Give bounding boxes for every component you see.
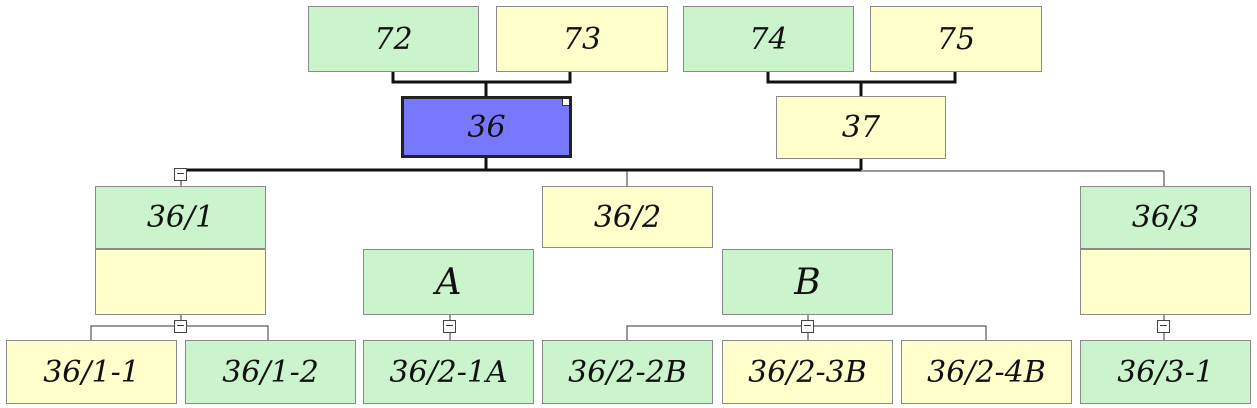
node-36-1-spouse-empty[interactable] [95,249,266,315]
node-A[interactable]: A [363,249,534,315]
node-73-label: 73 [562,21,602,57]
node-36-1-2[interactable]: 36/1-2 [185,340,356,404]
node-36-1-1-label: 36/1-1 [43,354,140,390]
node-36-2-3B-label: 36/2-3B [748,354,867,390]
node-36-3[interactable]: 36/3 [1080,186,1251,249]
node-36-1-2-label: 36/1-2 [222,354,319,390]
connector-72-73-to-36 [391,72,572,84]
node-36-3-label: 36/3 [1131,200,1200,235]
node-72-label: 72 [374,21,413,57]
node-36-1-label: 36/1 [146,200,215,235]
node-37[interactable]: 37 [776,96,946,159]
node-B-label: B [794,261,821,303]
node-36-1[interactable]: 36/1 [95,186,266,249]
collapse-toggle-B[interactable]: − [801,319,814,333]
collapse-toggle-36-1[interactable]: − [174,319,187,333]
node-74[interactable]: 74 [683,6,854,72]
node-36-2-4B-label: 36/2-4B [927,354,1046,390]
node-36-2-2B[interactable]: 36/2-2B [542,340,713,404]
collapse-toggle-36[interactable]: − [174,167,187,181]
node-36-selected[interactable]: 36 [401,96,572,158]
node-36-2-3B[interactable]: 36/2-3B [722,340,893,404]
node-75[interactable]: 75 [870,6,1042,72]
node-36-2-label: 36/2 [593,199,662,235]
node-36-label: 36 [467,109,506,145]
node-72[interactable]: 72 [308,6,479,72]
connector-74-75-to-37 [766,72,957,84]
node-36-2-1A-label: 36/2-1A [389,354,508,390]
node-36-2[interactable]: 36/2 [542,186,713,248]
corner-marker-icon [562,99,569,106]
node-73[interactable]: 73 [496,6,668,72]
node-37-label: 37 [841,110,881,145]
node-74-label: 74 [749,21,788,57]
node-36-2-1A[interactable]: 36/2-1A [363,340,534,404]
node-B[interactable]: B [722,249,893,315]
collapse-toggle-36-3[interactable]: − [1157,319,1170,333]
node-75-label: 75 [936,21,976,57]
node-36-2-2B-label: 36/2-2B [568,354,687,390]
node-36-1-1[interactable]: 36/1-1 [6,340,177,404]
node-36-3-1-label: 36/3-1 [1117,354,1214,390]
node-36-2-4B[interactable]: 36/2-4B [901,340,1072,404]
collapse-toggle-A[interactable]: − [443,319,456,333]
node-36-3-spouse-empty[interactable] [1080,249,1251,315]
node-A-label: A [435,261,462,303]
node-36-3-1[interactable]: 36/3-1 [1080,340,1251,404]
